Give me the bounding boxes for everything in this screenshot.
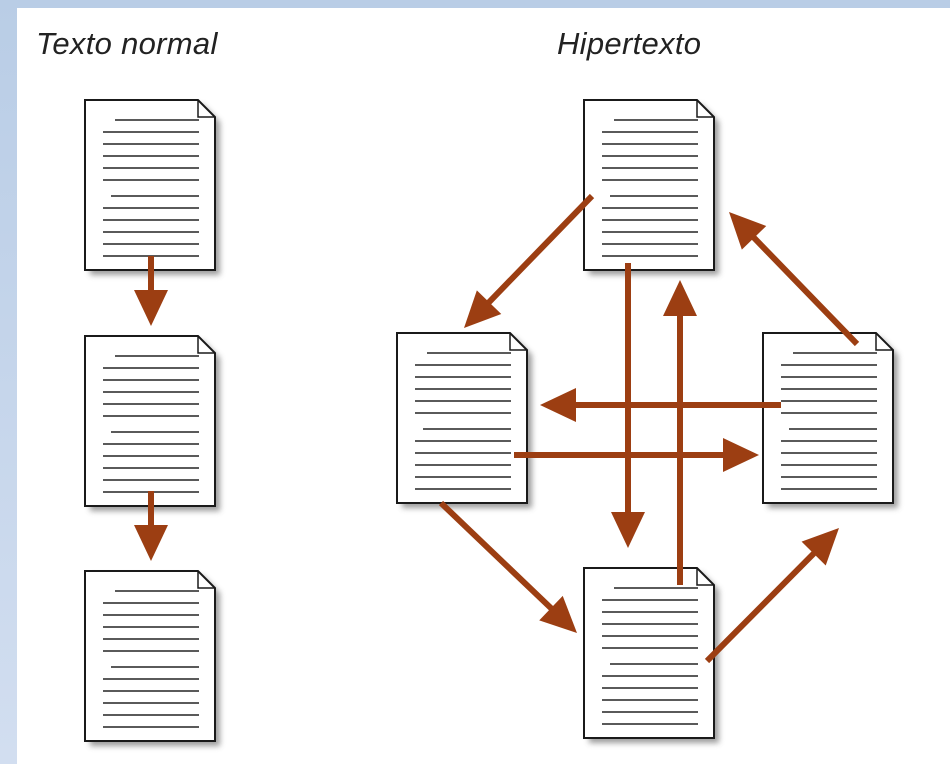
document-diagram (84, 99, 898, 746)
link-arrow (540, 388, 781, 422)
document-icon (84, 335, 220, 511)
link-arrow (134, 491, 168, 561)
link-arrow (611, 263, 645, 548)
link-arrow (663, 280, 697, 585)
document-icon (84, 570, 220, 746)
diagram-canvas: Texto normal Hipertexto (17, 8, 950, 764)
link-arrow (464, 193, 595, 328)
heading-texto-normal: Texto normal (36, 26, 218, 61)
document-icon (583, 567, 719, 743)
heading-hipertexto: Hipertexto (557, 26, 702, 61)
document-icon (84, 99, 220, 275)
document-icon (396, 332, 532, 508)
link-arrow (514, 438, 759, 472)
document-icon (762, 332, 898, 508)
link-arrow (134, 256, 168, 326)
link-arrow (438, 500, 577, 633)
link-arrow (704, 528, 839, 664)
document-icon (583, 99, 719, 275)
link-arrow (729, 212, 860, 347)
